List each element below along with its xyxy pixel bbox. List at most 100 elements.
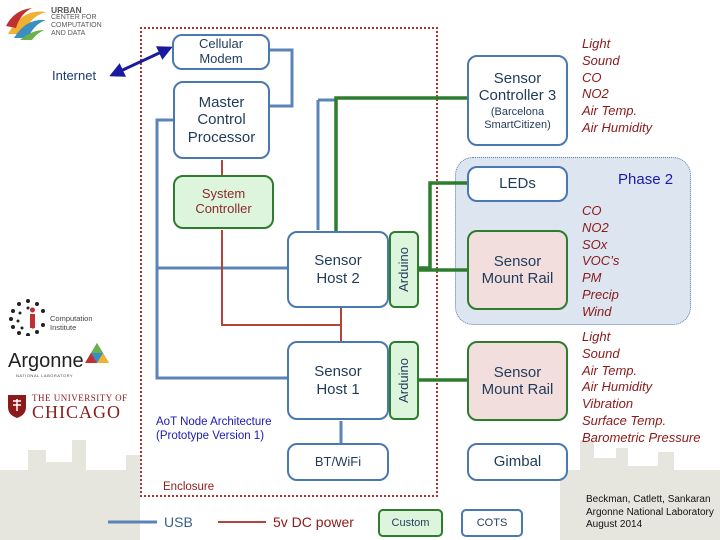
sensor-controller-3-line1: Sensor — [493, 69, 542, 87]
sensor-item: Light — [582, 36, 611, 51]
system-controller-line1: System — [201, 186, 246, 202]
sensor-mount-rail-1-line2: Mount Rail — [481, 381, 554, 398]
credits-line2: Argonne National Laboratory — [586, 506, 714, 518]
legend-cots-swatch: COTS — [461, 509, 523, 537]
usb-master-hosts — [155, 118, 288, 380]
sensor-controller-3-line2: Controller 3 — [478, 86, 557, 104]
urban-ccd-line2: CENTER FOR — [51, 14, 97, 21]
master-control-line2: Control — [197, 111, 246, 129]
sensor-item: NO2 — [582, 219, 609, 235]
internet-link — [109, 46, 173, 77]
computation-institute-logo: Computation Institute — [8, 298, 118, 338]
architecture-caption-line2: (Prototype Version 1) — [156, 430, 265, 442]
leds-label: LEDs — [499, 175, 536, 193]
sensor-item: Air Temp. — [582, 103, 638, 119]
leds-box: LEDs — [467, 166, 568, 202]
master-control-line1: Master — [198, 94, 245, 112]
sensor-controller-3-sub2: SmartCitizen) — [484, 118, 551, 131]
computation-institute-line1: Computation — [50, 314, 93, 323]
gimbal-label: Gimbal — [493, 453, 542, 471]
sensor-host-2-line2: Host 2 — [316, 269, 360, 287]
chicago-shield-icon — [8, 395, 26, 418]
sensor-item: Air Temp. — [582, 362, 638, 378]
legend-custom-swatch: Custom — [378, 509, 443, 537]
sensor-mount-rail-1-box: Sensor Mount Rail — [467, 341, 568, 421]
master-control-line3: Processor — [187, 128, 256, 146]
sensor-item: Sound — [582, 52, 620, 68]
enclosure-label: Enclosure — [163, 481, 215, 493]
computation-institute-line2: Institute — [50, 322, 77, 332]
legend-power-label: 5v DC power — [273, 514, 354, 530]
argonne-logo: Argonne NATIONAL LABORATORY — [8, 340, 109, 380]
sensor-item: Air Humidity — [582, 119, 653, 135]
chicago-the-university: THE UNIVERSITY OF — [32, 393, 128, 403]
sensor-item: NO2 — [582, 86, 609, 102]
sensor-mount-rail-2-box: Sensor Mount Rail — [467, 230, 568, 310]
bt-wifi-box: BT/WiFi — [287, 443, 389, 481]
sensor-item: Sound — [582, 345, 620, 361]
argonne-triangle-mark — [85, 343, 109, 363]
urban-ccd-logo: URBAN CENTER FOR COMPUTATION AND DATA — [4, 4, 134, 44]
cellular-modem-line1: Cellular — [198, 36, 244, 52]
bt-wifi-label: BT/WiFi — [314, 453, 362, 469]
sensor-host-2-box: Sensor Host 2 — [287, 231, 389, 308]
sensor-item: SOx — [582, 236, 608, 252]
legend-cots-label: COTS — [476, 516, 508, 529]
sensor-item: Air Humidity — [582, 379, 653, 395]
enclosure-border — [140, 27, 438, 497]
sensor-item: Precip — [582, 286, 619, 302]
urban-ccd-line4: AND DATA — [51, 30, 86, 37]
urban-ccd-line3: COMPUTATION — [51, 22, 102, 29]
arduino-1-box: Arduino — [389, 341, 419, 420]
sensor-controller-3-sub1: (Barcelona — [490, 106, 545, 119]
sensor-item: PM — [582, 270, 602, 286]
arduino-2-label: Arduino — [395, 247, 411, 292]
sensor-mount-rail-1-line1: Sensor — [493, 363, 542, 381]
sensor-item: Vibration — [582, 396, 634, 412]
system-controller-box: System Controller — [173, 175, 274, 229]
sensor-list-rail1: Light Sound Air Temp. Air Humidity Vibra… — [582, 329, 700, 447]
urban-ccd-line1: URBAN — [51, 5, 82, 15]
sensor-mount-rail-2-line1: Sensor — [493, 252, 542, 270]
usb-modem-master — [251, 48, 294, 108]
gimbal-box: Gimbal — [467, 443, 568, 481]
green-arduino2-leds — [419, 181, 467, 270]
system-controller-line2: Controller — [195, 201, 252, 216]
sensor-mount-rail-2-line2: Mount Rail — [481, 270, 554, 287]
argonne-subtitle: NATIONAL LABORATORY — [16, 373, 74, 378]
sensor-list-controller3: Light Sound CO NO2 Air Temp. Air Humidit… — [582, 36, 652, 137]
sensor-item: CO — [582, 69, 602, 85]
cellular-modem-line2: Modem — [199, 51, 243, 66]
green-controller3-link — [334, 96, 467, 232]
legend-custom-label: Custom — [391, 516, 430, 529]
sensor-item: CO — [582, 203, 602, 218]
computation-institute-mark — [9, 299, 45, 336]
sensor-item: VOC’s — [582, 253, 620, 269]
credits-line1: Beckman, Catlett, Sankaran — [586, 494, 711, 505]
master-control-processor-box: Master Control Processor — [173, 81, 270, 159]
sensor-list-phase2: CO NO2 SOx VOC’s PM Precip Wind — [582, 203, 619, 321]
arduino-1-label: Arduino — [395, 358, 411, 403]
phase2-label: Phase 2 — [618, 171, 674, 188]
arduino-2-box: Arduino — [389, 231, 419, 308]
sensor-host-2-line1: Sensor — [314, 252, 362, 270]
cellular-modem-box: Cellular Modem — [172, 34, 270, 70]
architecture-caption-line1: AoT Node Architecture — [156, 416, 272, 428]
sensor-host-1-line2: Host 1 — [316, 380, 360, 398]
university-of-chicago-logo: THE UNIVERSITY OF CHICAGO — [6, 393, 136, 425]
credits-line3: August 2014 — [586, 519, 643, 530]
sensor-host-1-line1: Sensor — [314, 363, 362, 381]
power-syscontroller-hosts — [221, 230, 341, 326]
chicago-wordmark: CHICAGO — [32, 402, 122, 422]
sensor-host-1-box: Sensor Host 1 — [287, 341, 389, 420]
internet-label: Internet — [52, 68, 97, 83]
architecture-caption: AoT Node Architecture (Prototype Version… — [156, 415, 272, 443]
argonne-wordmark: Argonne — [8, 350, 84, 372]
urban-ccd-logo-mark — [6, 8, 46, 40]
sensor-item: Light — [582, 329, 611, 344]
sensor-item: Surface Temp. — [582, 412, 667, 428]
legend-usb-label: USB — [164, 514, 193, 530]
sensor-controller-3-box: Sensor Controller 3 (Barcelona SmartCiti… — [467, 55, 568, 146]
